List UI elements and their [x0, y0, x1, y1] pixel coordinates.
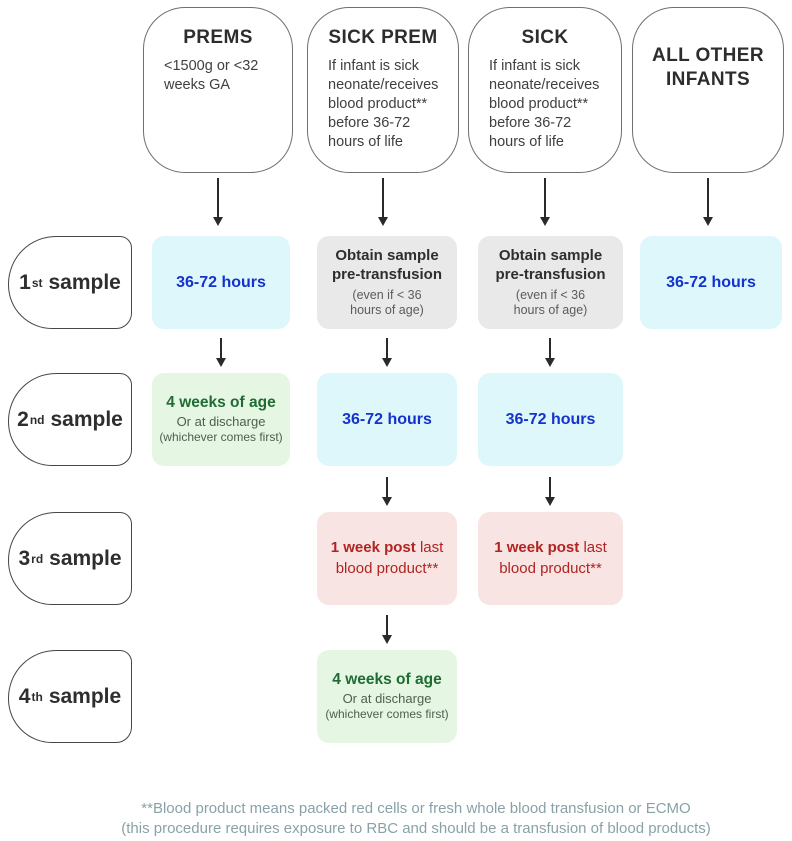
category-box-sick-prem: SICK PREM If infant is sick neonate/rece…: [307, 7, 459, 173]
row-word: sample: [48, 270, 121, 294]
row-number: 2: [17, 407, 29, 431]
category-box-sick: SICK If infant is sick neonate/receives …: [468, 7, 622, 173]
arrow-down-icon: [377, 178, 388, 226]
cell-sickprem-sample1: Obtain sample pre-transfusion (even if <…: [317, 236, 457, 329]
category-box-all-other-infants: ALL OTHER INFANTS: [632, 7, 784, 173]
category-subtitle: If infant is sick neonate/receives blood…: [489, 57, 600, 151]
cell-title: Obtain sample pre-transfusion: [495, 247, 606, 283]
cell-prems-sample1: 36-72 hours: [152, 236, 290, 329]
cell-sick-sample3: 1 week post last blood product**: [478, 512, 623, 605]
arrow-down-icon: [702, 178, 713, 226]
arrow-down-icon: [381, 477, 392, 506]
cell-sickprem-sample3: 1 week post last blood product**: [317, 512, 457, 605]
cell-title: 4 weeks of age: [166, 394, 276, 412]
cell-text: 1 week post last blood product**: [491, 538, 610, 579]
arrow-down-icon: [381, 615, 392, 644]
cell-text: 36-72 hours: [176, 273, 266, 291]
arrow-down-icon: [381, 338, 392, 367]
cell-text-bold: 1 week post: [494, 539, 580, 557]
category-title: SICK: [521, 27, 569, 48]
cell-text: 36-72 hours: [666, 273, 756, 291]
row-number: 4: [18, 684, 31, 708]
category-title: SICK PREM: [328, 27, 438, 48]
cell-subtitle: Or at discharge: [342, 691, 432, 707]
cell-text: 36-72 hours: [505, 410, 596, 428]
arrow-down-icon: [544, 477, 555, 506]
cell-text: 36-72 hours: [342, 410, 432, 428]
cell-sickprem-sample4: 4 weeks of age Or at discharge (whicheve…: [317, 650, 457, 743]
cell-note: (even if < 36 hours of age): [350, 287, 424, 317]
row-word: sample: [49, 546, 122, 570]
footnote-line1: **Blood product means packed red cells o…: [141, 800, 691, 817]
category-subtitle: <1500g or <32 weeks GA: [164, 57, 259, 93]
row-number: 3: [18, 546, 31, 570]
cell-prems-sample2: 4 weeks of age Or at discharge (whicheve…: [152, 373, 290, 466]
cell-text-rest: last blood product**: [499, 539, 607, 577]
cell-note: (even if < 36 hours of age): [513, 287, 588, 317]
cell-text-bold: 1 week post: [330, 539, 416, 557]
cell-title: 4 weeks of age: [332, 671, 442, 689]
cell-subtitle: Or at discharge: [176, 414, 266, 430]
row-word: sample: [50, 407, 123, 431]
row-word: sample: [48, 684, 122, 708]
footnote-line2: (this procedure requires exposure to RBC…: [121, 819, 711, 837]
cell-sick-sample1: Obtain sample pre-transfusion (even if <…: [478, 236, 623, 329]
row-number: 1: [19, 270, 31, 294]
arrow-down-icon: [544, 338, 555, 367]
category-title: ALL OTHER INFANTS: [652, 45, 764, 90]
cell-sick-sample2: 36-72 hours: [478, 373, 623, 466]
category-title: PREMS: [183, 27, 253, 48]
category-subtitle: If infant is sick neonate/receives blood…: [328, 57, 439, 151]
arrow-down-icon: [215, 338, 226, 367]
footnote: **Blood product means packed red cells o…: [40, 799, 792, 838]
arrow-down-icon: [212, 178, 223, 226]
cell-note: (whichever comes first): [159, 430, 283, 445]
cell-note: (whichever comes first): [325, 707, 449, 722]
cell-title: Obtain sample pre-transfusion: [331, 247, 442, 283]
cell-allother-sample1: 36-72 hours: [640, 236, 782, 329]
arrow-down-icon: [539, 178, 550, 226]
cell-text-rest: last blood product**: [335, 539, 444, 577]
cell-text: 1 week post last blood product**: [330, 538, 444, 579]
category-box-prems: PREMS <1500g or <32 weeks GA: [143, 7, 293, 173]
cell-sickprem-sample2: 36-72 hours: [317, 373, 457, 466]
